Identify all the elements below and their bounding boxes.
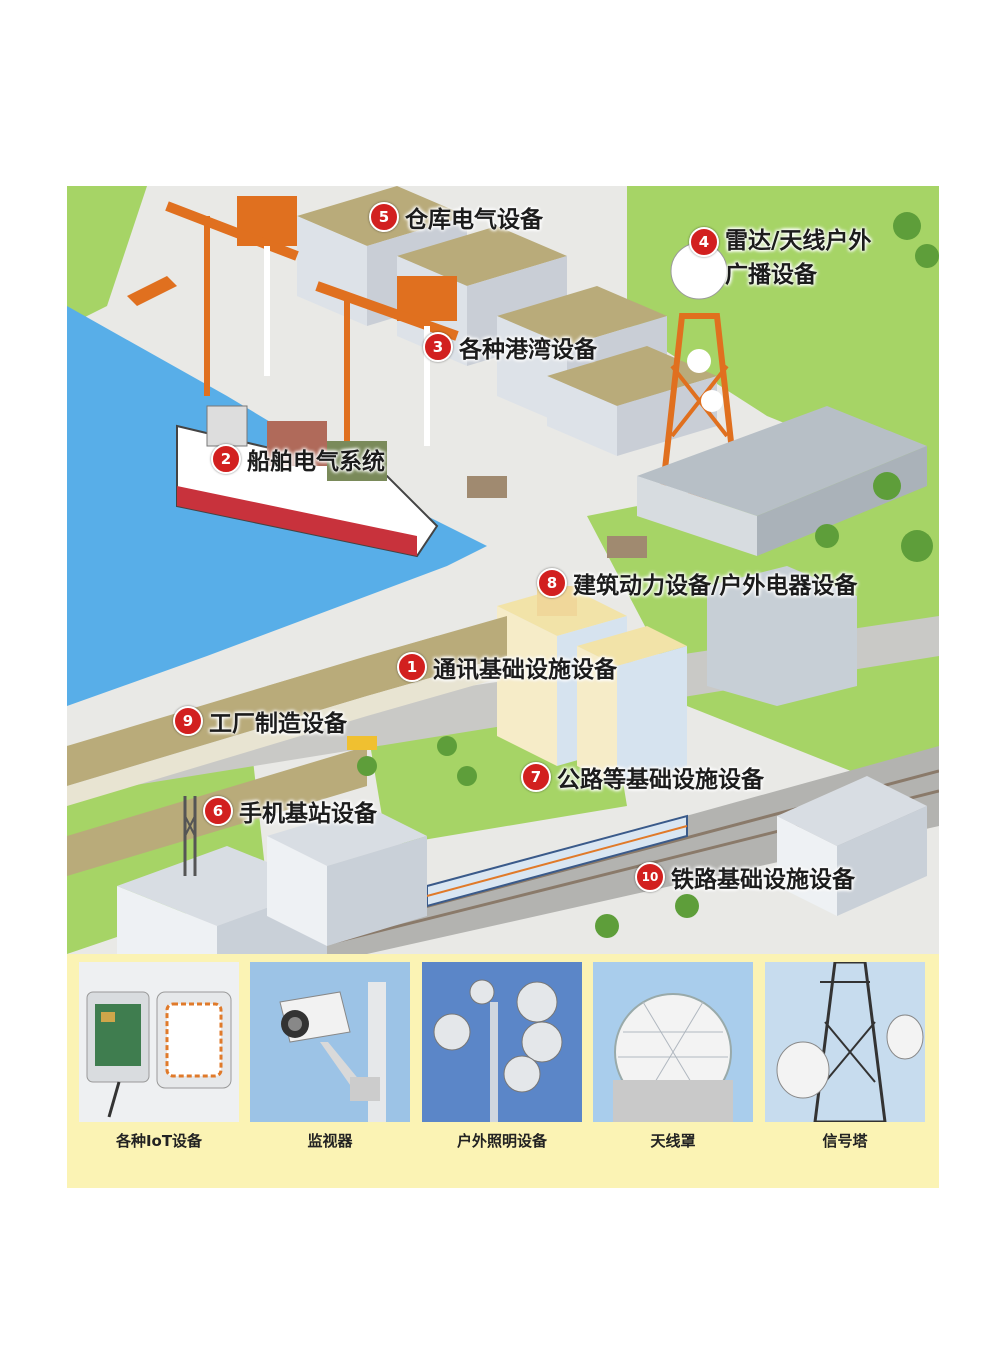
callout-label: 公路等基础设施设备 xyxy=(557,767,764,793)
bus xyxy=(347,736,377,750)
callout-label: 工厂制造设备 xyxy=(209,711,347,737)
truck xyxy=(467,476,507,498)
security-camera-icon xyxy=(250,962,410,1122)
callout-number-badge: 4 xyxy=(689,227,719,257)
factory-hall-east xyxy=(637,406,927,516)
city-illustration: 5 仓库电气设备 4 雷达/天线户外 广播设备 3 各种港湾设备 2 船舶电气系… xyxy=(67,186,939,954)
thumbnail-label-iot: 各种IoT设备 xyxy=(115,1132,203,1150)
callout-number-badge: 5 xyxy=(369,202,399,232)
callout-ship-electrical: 2 船舶电气系统 xyxy=(211,442,385,476)
callout-communication-infrastructure: 1 通讯基础设施设备 xyxy=(397,650,617,684)
callout-number-badge: 9 xyxy=(173,706,203,736)
callout-label: 建筑动力设备/户外电器设备 xyxy=(573,573,858,599)
floodlight-icon xyxy=(422,962,582,1122)
callout-label: 船舶电气系统 xyxy=(247,449,385,475)
office-building-east xyxy=(707,566,857,706)
callout-road-infrastructure: 7 公路等基础设施设备 xyxy=(521,760,764,794)
callout-harbor-equipment: 3 各种港湾设备 xyxy=(423,330,597,364)
harbor-cranes xyxy=(127,196,459,446)
trees xyxy=(357,212,939,938)
office-towers xyxy=(497,586,687,786)
callout-label: 手机基站设备 xyxy=(239,801,377,827)
thumbnail-signal-tower xyxy=(765,962,925,1122)
thumbnail-label-radome: 天线罩 xyxy=(650,1132,696,1150)
iot-enclosure-icon xyxy=(79,962,239,1122)
callout-mobile-base-station: 6 手机基站设备 xyxy=(203,794,377,828)
cargo-ship xyxy=(176,405,439,558)
callout-label: 雷达/天线户外 广播设备 xyxy=(725,224,871,292)
thumbnail-radome xyxy=(593,962,753,1122)
buildings-south xyxy=(117,776,927,954)
radome-icon xyxy=(593,962,753,1122)
callout-label: 铁路基础设施设备 xyxy=(671,867,855,893)
thumbnail-monitor-camera xyxy=(250,962,410,1122)
thumbnail-label-tower: 信号塔 xyxy=(822,1132,868,1150)
thumbnail-label-monitor: 监视器 xyxy=(307,1132,353,1150)
callout-label-line-1: 雷达/天线户外 xyxy=(725,228,872,254)
callout-label: 仓库电气设备 xyxy=(405,207,543,233)
thumbnail-outdoor-lighting xyxy=(422,962,582,1122)
callout-label: 各种港湾设备 xyxy=(459,337,597,363)
callout-label: 通讯基础设施设备 xyxy=(433,657,617,683)
thumbnail-label-lighting: 户外照明设备 xyxy=(456,1132,547,1150)
thumbnail-iot-device xyxy=(79,962,239,1122)
callout-label-line-2: 广播设备 xyxy=(725,262,817,288)
callout-number-badge: 7 xyxy=(521,762,551,792)
signal-tower-icon xyxy=(765,962,925,1122)
callout-number-badge: 8 xyxy=(537,568,567,598)
callout-number-badge: 2 xyxy=(211,444,241,474)
callout-number-badge: 3 xyxy=(423,332,453,362)
city-scene xyxy=(67,186,939,954)
product-panel: 各种IoT设备 监视器 户外照明设备 天线罩 信号塔 xyxy=(67,954,939,1188)
callout-factory-manufacturing: 9 工厂制造设备 xyxy=(173,704,347,738)
callout-number-badge: 1 xyxy=(397,652,427,682)
callout-building-power: 8 建筑动力设备/户外电器设备 xyxy=(537,566,857,600)
callout-warehouse-equipment: 5 仓库电气设备 xyxy=(369,200,543,234)
callout-number-badge: 6 xyxy=(203,796,233,826)
factory-sheds xyxy=(67,616,507,876)
cell-tower xyxy=(183,796,197,876)
callout-railway-infrastructure: 10 铁路基础设施设备 xyxy=(635,860,855,894)
callout-number-badge: 10 xyxy=(635,862,665,892)
callout-radar-antenna: 4 雷达/天线户外 广播设备 xyxy=(689,224,871,292)
grass-area-northwest xyxy=(67,186,147,326)
truck-2 xyxy=(607,536,647,558)
